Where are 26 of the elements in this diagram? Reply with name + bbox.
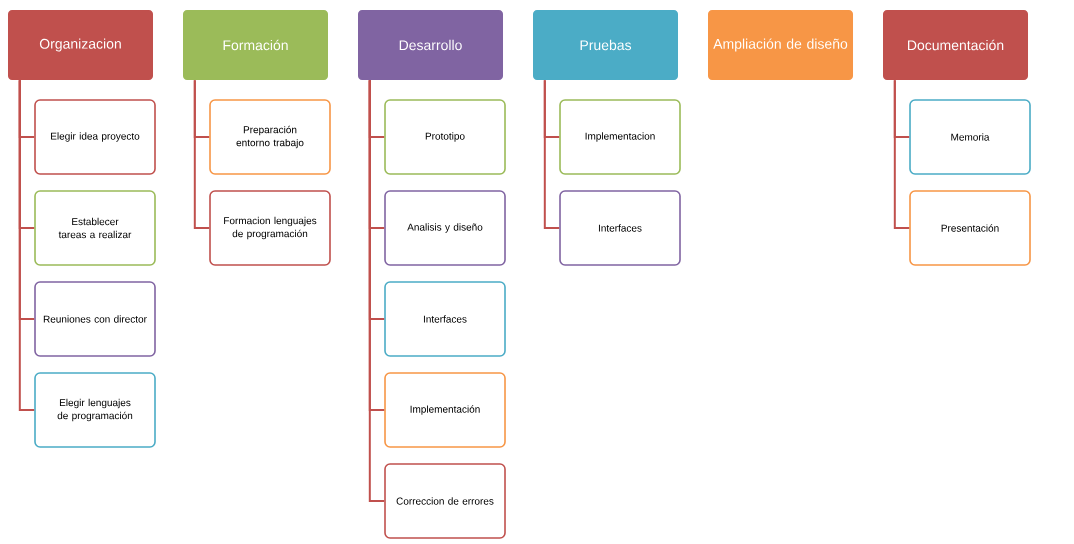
task-box: Elegir idea proyecto — [34, 99, 156, 175]
task-box: Establecer tareas a realizar — [34, 190, 156, 266]
header-box: Desarrollo — [358, 10, 503, 80]
connector-line — [368, 79, 386, 502]
task-box: Prototipo — [384, 99, 506, 175]
task-box: Formacion lenguajes de programación — [209, 190, 331, 266]
header-box: Documentación — [883, 10, 1028, 80]
task-box: Reuniones con director — [34, 281, 156, 357]
connector-line — [193, 79, 211, 229]
connector-line — [893, 79, 911, 229]
header-box: Pruebas — [533, 10, 678, 80]
header-box: Formación — [183, 10, 328, 80]
task-box: Interfaces — [559, 190, 681, 266]
header-box: Organizacion — [8, 10, 153, 80]
task-box: Presentación — [909, 190, 1031, 266]
header-box: Ampliación de diseño — [708, 10, 853, 80]
task-box: Memoria — [909, 99, 1031, 175]
connector-line — [18, 79, 36, 411]
task-box: Analisis y diseño — [384, 190, 506, 266]
task-box: Implementación — [384, 372, 506, 448]
task-box: Implementacion — [559, 99, 681, 175]
task-box: Interfaces — [384, 281, 506, 357]
task-box: Elegir lenguajes de programación — [34, 372, 156, 448]
task-box: Correccion de errores — [384, 463, 506, 539]
task-box: Preparación entorno trabajo — [209, 99, 331, 175]
connector-line — [543, 79, 561, 229]
